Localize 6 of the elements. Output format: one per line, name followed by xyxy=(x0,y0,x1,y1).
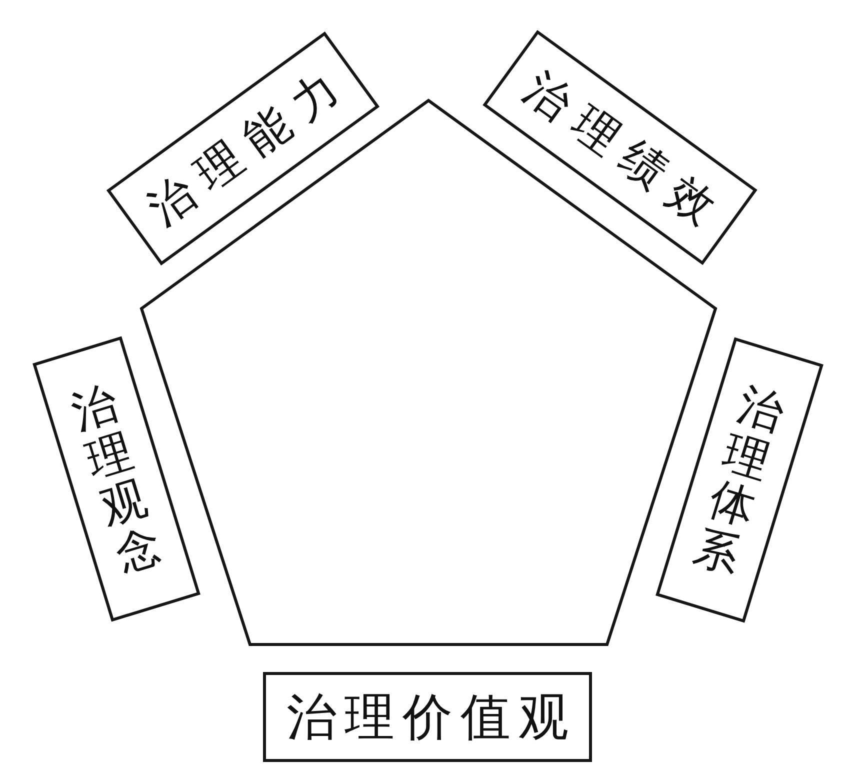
concept-label: 治理观念 xyxy=(66,378,166,580)
concept-label: 治理价值观 xyxy=(286,687,576,747)
concept-label: 治理绩效 xyxy=(513,59,736,243)
concept-label: 治理体系 xyxy=(688,378,790,582)
concept-box xyxy=(263,672,592,762)
concept-label: 治理能力 xyxy=(136,52,360,236)
